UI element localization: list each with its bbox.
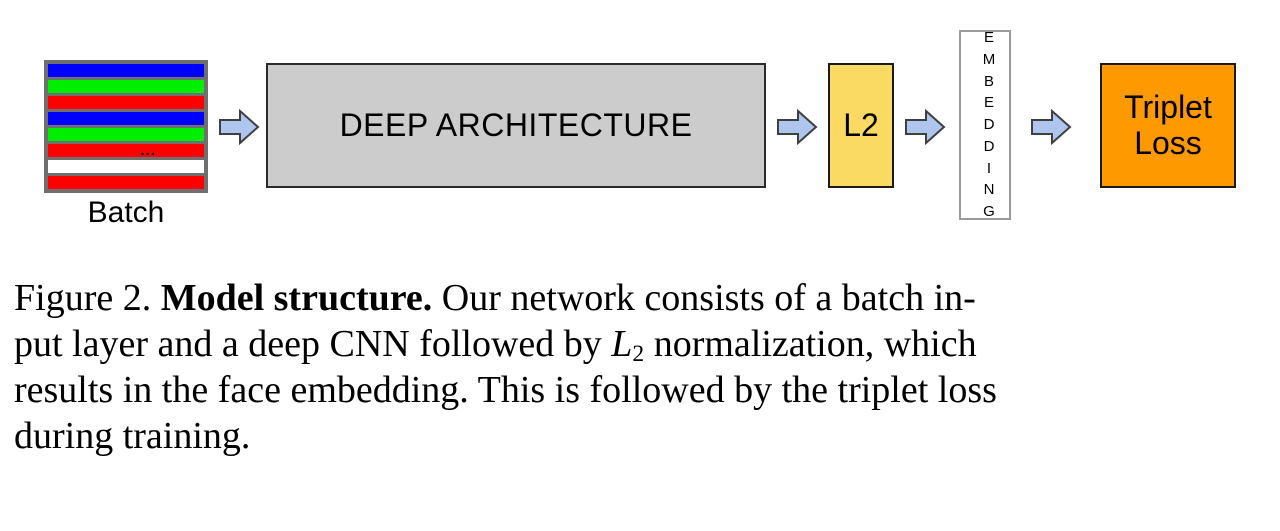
batch-stripe — [48, 112, 204, 125]
flow-arrow-icon — [776, 108, 818, 146]
caption-line-4: during training. — [14, 414, 251, 457]
embedding-box: E M B E D D I N G — [959, 29, 1011, 221]
caption-l2-subscript: 2 — [632, 340, 645, 367]
deep-architecture-box: DEEP ARCHITECTURE — [266, 63, 766, 188]
figure-caption: Figure 2. Model structure. Our network c… — [14, 276, 1266, 459]
batch-stripe — [48, 80, 204, 93]
caption-l2-base: L — [611, 322, 633, 365]
flow-arrow-icon — [904, 108, 946, 146]
triplet-loss-label-line2: Loss — [1134, 124, 1202, 161]
batch-label: Batch — [87, 196, 165, 229]
batch-input-block: ... — [44, 60, 208, 193]
caption-line2-part-a: put layer and a deep CNN followed by — [14, 322, 612, 365]
caption-line1-rest: Our network consists of a batch in- — [432, 277, 976, 319]
embedding-letter: E — [983, 94, 994, 112]
caption-l2-math: L2 — [611, 322, 645, 367]
batch-stripe — [48, 176, 204, 189]
deep-architecture-label: DEEP ARCHITECTURE — [339, 107, 693, 143]
embedding-letter: D — [983, 137, 995, 155]
l2-label: L2 — [843, 107, 879, 143]
embedding-letter: E — [983, 29, 994, 47]
flow-arrow-icon — [1030, 108, 1072, 146]
batch-stripe: ... — [48, 141, 204, 159]
embedding-letter: I — [986, 159, 992, 177]
triplet-loss-label-line1: Triplet — [1124, 88, 1212, 125]
batch-stripe — [48, 96, 204, 109]
caption-line-3: results in the face embedding. This is f… — [14, 369, 997, 412]
embedding-letter: G — [983, 203, 995, 221]
embedding-letter: N — [983, 181, 995, 199]
l2-normalization-box: L2 — [828, 63, 894, 188]
caption-figure-number: Figure 2. — [14, 277, 152, 319]
caption-title: Model structure. — [160, 277, 433, 319]
caption-line-2: put layer and a deep CNN followed by L2 … — [14, 322, 1266, 368]
batch-stripe — [48, 128, 204, 141]
batch-stripe — [48, 160, 204, 173]
embedding-letter: B — [983, 72, 994, 90]
batch-ellipsis: ... — [140, 141, 156, 159]
triplet-loss-box: Triplet Loss — [1100, 63, 1236, 188]
caption-line-1: Figure 2. Model structure. Our network c… — [14, 276, 1266, 322]
flow-arrow-icon — [218, 108, 260, 146]
embedding-letter: D — [983, 116, 995, 134]
caption-line2-part-b: normalization, which — [644, 322, 977, 365]
batch-stripe — [48, 64, 204, 77]
embedding-letter: M — [982, 50, 996, 68]
model-structure-diagram: ... Batch DEEP ARCHITECTURE L2 E M B E D — [0, 0, 1280, 262]
